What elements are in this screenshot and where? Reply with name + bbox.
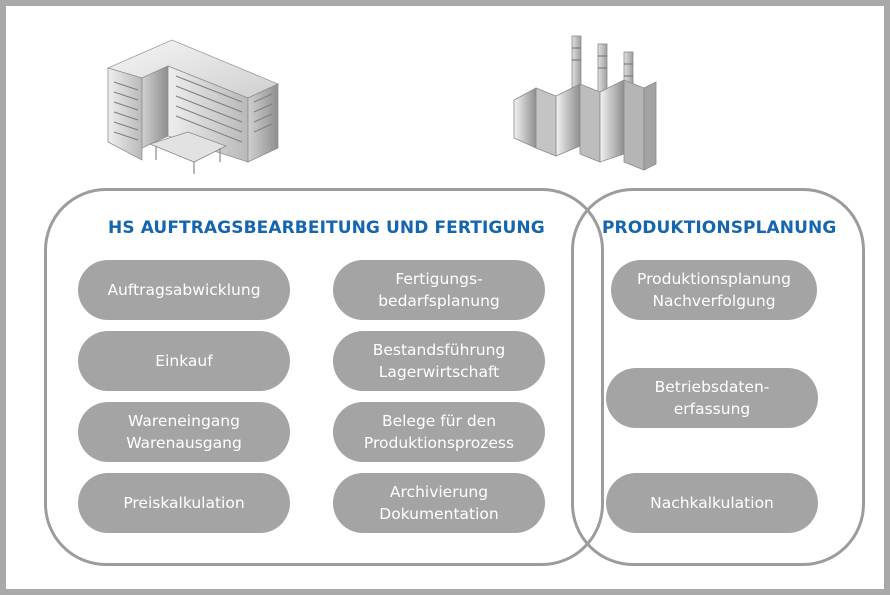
pill-produktionsplanung-nachverfolgung: Produktionsplanung Nachverfolgung: [611, 260, 817, 320]
pill-preiskalkulation: Preiskalkulation: [78, 473, 290, 533]
pill-betriebsdatenerfassung: Betriebsdaten- erfassung: [606, 368, 818, 428]
pill-wareneingang: Wareneingang Warenausgang: [78, 402, 290, 462]
pill-auftragsabwicklung: Auftragsabwicklung: [78, 260, 290, 320]
pill-label: Belege für den: [381, 412, 497, 430]
pill-label: Produktionsprozess: [363, 434, 515, 452]
pill-label: Preiskalkulation: [123, 494, 245, 512]
pill-label: Auftragsabwicklung: [107, 281, 261, 299]
pill-belege: Belege für den Produktionsprozess: [333, 402, 545, 462]
pill-archivierung: Archivierung Dokumentation: [333, 473, 545, 533]
pill-label: Wareneingang: [128, 412, 240, 430]
pill-label: Nachkalkulation: [650, 494, 774, 512]
pill-nachkalkulation: Nachkalkulation: [606, 473, 818, 533]
pill-label: Warenausgang: [126, 434, 242, 452]
pill-label: erfassung: [673, 400, 751, 418]
group-title-left: HS AUFTRAGSBEARBEITUNG UND FERTIGUNG: [108, 218, 545, 238]
pill-label: bedarfsplanung: [378, 292, 500, 310]
pill-label: Lagerwirtschaft: [378, 363, 500, 381]
pill-label: Produktionsplanung: [637, 270, 791, 288]
pill-einkauf: Einkauf: [78, 331, 290, 391]
pill-bestandsfuehrung: Bestandsführung Lagerwirtschaft: [333, 331, 545, 391]
pill-label: Dokumentation: [379, 505, 499, 523]
group-title-right: PRODUKTIONSPLANUNG: [602, 218, 837, 238]
pill-label: Archivierung: [389, 483, 489, 501]
pill-fertigungsbedarfsplanung: Fertigungs- bedarfsplanung: [333, 260, 545, 320]
pill-label: Nachverfolgung: [652, 292, 776, 310]
pill-label: Bestandsführung: [372, 341, 506, 359]
pill-label: Betriebsdaten-: [654, 378, 770, 396]
group-auftragsbearbeitung: [44, 188, 604, 566]
office-building-icon: [106, 39, 279, 174]
group-produktionsplanung: [571, 188, 865, 566]
pill-label: Fertigungs-: [395, 270, 483, 288]
pill-label: Einkauf: [155, 352, 213, 370]
factory-icon: [513, 35, 657, 171]
